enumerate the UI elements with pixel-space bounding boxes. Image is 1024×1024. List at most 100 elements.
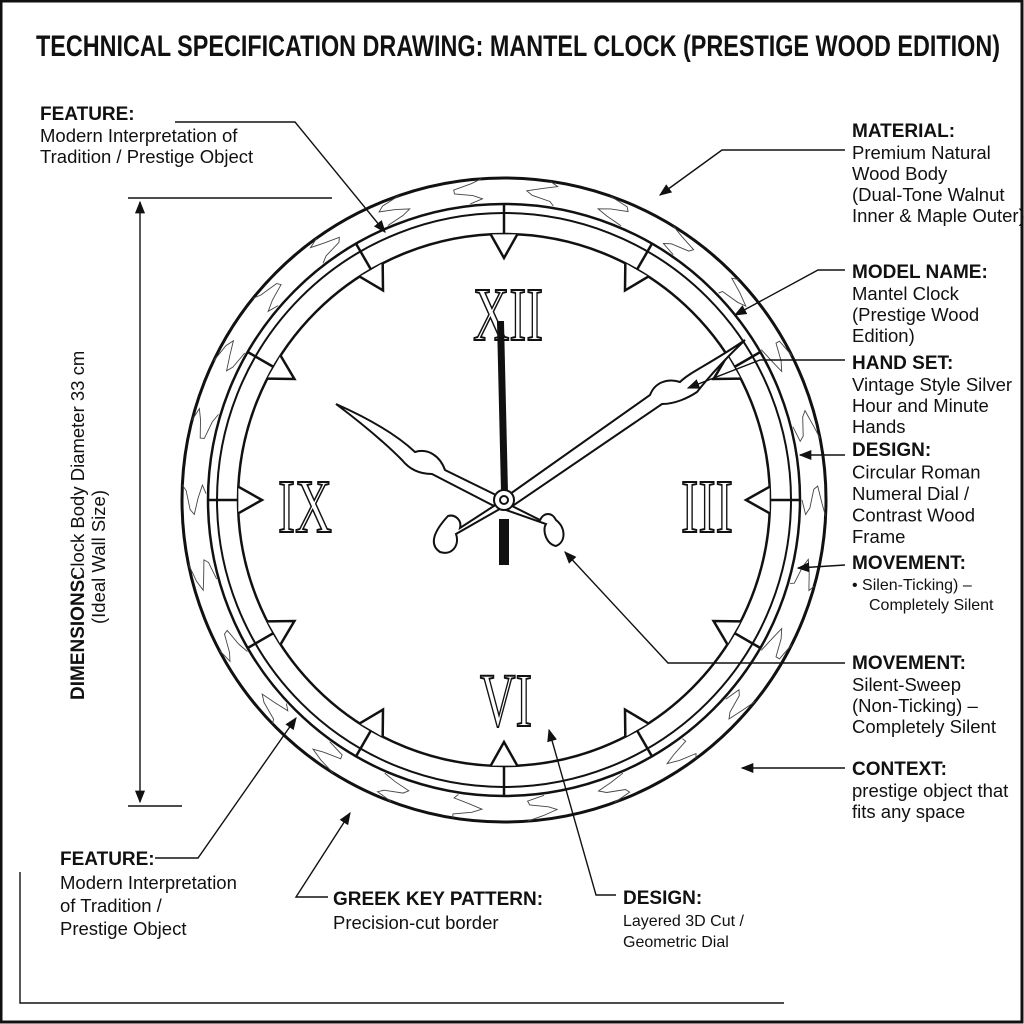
callout-line: Hour and Minute xyxy=(852,395,989,416)
grain-line xyxy=(526,794,559,822)
callout-line: Contrast Wood xyxy=(852,505,975,526)
grain-line xyxy=(760,340,793,373)
grain-line xyxy=(218,629,248,663)
callout-line: prestige object that xyxy=(852,780,1008,801)
callout-heading: MOVEMENT: xyxy=(852,553,966,574)
grain-line xyxy=(792,409,821,443)
callout-line: Tradition / Prestige Object xyxy=(40,146,253,167)
hour-markers xyxy=(208,204,800,796)
callout-heading: HAND SET: xyxy=(852,353,953,374)
callout-heading: FEATURE: xyxy=(40,104,135,125)
numeral-ix: IX xyxy=(278,465,332,549)
callout-line: • Silen-Ticking) – xyxy=(852,577,972,594)
grain-line xyxy=(188,559,218,592)
wood-grain xyxy=(181,178,827,822)
tail-bar xyxy=(499,519,509,565)
callout-line: Prestige Object xyxy=(60,918,186,939)
hour-marker xyxy=(711,619,761,650)
callout-line: Silent-Sweep xyxy=(852,674,961,695)
center-pin xyxy=(499,495,509,505)
callout-line: fits any space xyxy=(852,801,965,822)
callout-movement-1: MOVEMENT: • Silen-Ticking) – Completely Si… xyxy=(852,553,994,614)
numeral-xii: XII xyxy=(473,273,543,357)
grain-line xyxy=(252,283,282,313)
callout-line: Edition) xyxy=(852,325,915,346)
callout-line: Mantel Clock xyxy=(852,283,960,304)
grain-line xyxy=(801,485,827,517)
callout-line: (Non-Ticking) – xyxy=(852,695,978,716)
callouts: FEATURE:Modern Interpretation ofTraditio… xyxy=(40,104,1024,951)
callout-line: Vintage Style Silver xyxy=(852,374,1012,395)
counterweight-tail xyxy=(432,500,565,554)
callout-movement-2: MOVEMENT:Silent-Sweep(Non-Ticking) –Comp… xyxy=(852,653,996,737)
callout-heading: CONTEXT: xyxy=(852,759,947,780)
callout-heading: MATERIAL: xyxy=(852,121,955,142)
callout-line: (Dual-Tone Walnut xyxy=(852,184,1005,205)
grain-line xyxy=(665,738,697,765)
minute-hand xyxy=(508,339,746,507)
callout-line: Layered 3D Cut / xyxy=(623,913,745,930)
hour-marker xyxy=(354,243,385,293)
grain-line xyxy=(191,407,219,439)
callout-line: Hands xyxy=(852,416,905,437)
hour-marker xyxy=(354,707,385,757)
grain-line xyxy=(452,794,484,818)
hour-marker xyxy=(623,243,654,293)
grain-line xyxy=(261,693,289,724)
grain-line xyxy=(760,627,793,660)
callout-line: Geometric Dial xyxy=(623,934,729,951)
dimension-line xyxy=(128,197,332,807)
callout-line: of Tradition / xyxy=(60,895,163,916)
dimensions-heading: DIMENSIONS: xyxy=(68,573,89,700)
callout-heading: DESIGN: xyxy=(852,440,931,461)
callout-line: Precision-cut border xyxy=(333,912,499,933)
grain-line xyxy=(790,558,815,592)
dimensions-label: DIMENSIONS: Clock Body Diameter 33 cm (I… xyxy=(67,351,109,700)
callout-line: Wood Body xyxy=(852,163,948,184)
callout-line: Completely Silent xyxy=(869,597,994,614)
callout-model-name: MODEL NAME:Mantel Clock(Prestige WoodEdi… xyxy=(852,262,988,346)
callout-line: Modern Interpretation xyxy=(60,872,237,893)
callout-line: Modern Interpretation of xyxy=(40,125,238,146)
leader-lines xyxy=(19,121,846,1004)
grain-line xyxy=(525,180,559,207)
bottom-frame-line xyxy=(19,872,784,1004)
grain-line xyxy=(309,236,340,264)
callout-line: Premium Natural xyxy=(852,142,991,163)
callout-heading: MOVEMENT: xyxy=(852,653,966,674)
numeral-vi: VI xyxy=(480,659,532,743)
callout-line: (Prestige Wood xyxy=(852,304,979,325)
grain-line xyxy=(453,178,484,205)
hour-marker xyxy=(743,485,800,515)
hour-marker xyxy=(489,739,519,796)
dimensions-line: Clock Body Diameter 33 cm xyxy=(67,351,88,580)
hour-marker xyxy=(208,485,265,515)
callout-design-bottom: DESIGN: Layered 3D Cut / Geometric Dial xyxy=(623,888,745,951)
grain-line xyxy=(662,225,695,255)
dimensions-line: (Ideal Wall Size) xyxy=(88,490,109,624)
hands xyxy=(335,321,746,565)
grain-line xyxy=(597,772,631,803)
grain-line xyxy=(311,741,343,774)
hour-hand xyxy=(335,403,500,508)
grain-line xyxy=(181,483,207,516)
numeral-iii: III xyxy=(681,465,733,549)
callout-feature-top: FEATURE:Modern Interpretation ofTraditio… xyxy=(40,104,253,167)
callout-heading: DESIGN: xyxy=(623,888,702,909)
hour-marker xyxy=(623,707,654,757)
hour-marker xyxy=(247,619,297,650)
grain-line xyxy=(376,772,410,802)
callout-line: Numeral Dial / xyxy=(852,483,970,504)
callout-line: Completely Silent xyxy=(852,716,996,737)
drawing-title: TECHNICAL SPECIFICATION DRAWING: MANTEL … xyxy=(36,30,1000,63)
callout-heading: MODEL NAME: xyxy=(852,262,988,283)
clock: XII III VI IX xyxy=(180,176,828,824)
grain-line xyxy=(596,195,629,227)
callout-line: Circular Roman xyxy=(852,462,981,483)
